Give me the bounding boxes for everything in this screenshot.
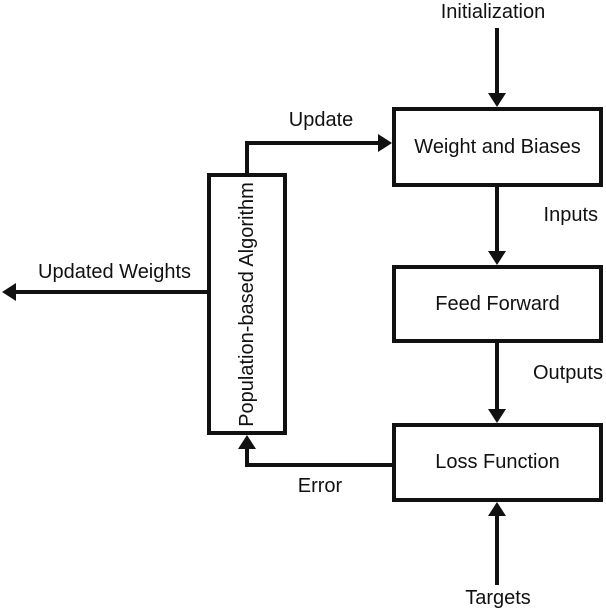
label-error: Error xyxy=(297,475,343,497)
node-loss-function: Loss Function xyxy=(392,423,603,502)
node-weight-and-biases: Weight and Biases xyxy=(392,107,603,187)
arrow-updated-weights-line xyxy=(14,290,207,294)
arrow-updated-weights-head-icon xyxy=(2,283,16,301)
node-population-based-algorithm-label: Population-based Algorithm xyxy=(235,181,258,427)
label-inputs: Inputs xyxy=(543,204,598,226)
arrow-inputs-head-icon xyxy=(488,251,506,265)
arrow-error-head-icon xyxy=(238,435,256,449)
arrow-update-horizontal-line xyxy=(245,141,380,145)
label-initialization: Initialization xyxy=(440,1,546,23)
node-weight-and-biases-label: Weight and Biases xyxy=(414,135,581,158)
arrow-inputs-line xyxy=(495,187,499,252)
arrow-targets-head-icon xyxy=(488,502,506,516)
label-update: Update xyxy=(288,109,354,131)
node-feed-forward-label: Feed Forward xyxy=(435,292,560,315)
label-updated-weights: Updated Weights xyxy=(38,261,192,283)
arrow-update-head-icon xyxy=(378,134,392,152)
node-population-based-algorithm: Population-based Algorithm xyxy=(207,173,287,435)
arrow-outputs-head-icon xyxy=(488,409,506,423)
node-feed-forward: Feed Forward xyxy=(392,265,603,343)
label-targets: Targets xyxy=(465,587,531,609)
arrow-targets-line xyxy=(495,514,499,585)
arrow-error-vertical-line xyxy=(245,445,249,467)
arrow-initialization-line xyxy=(495,28,499,94)
arrow-update-vertical-line xyxy=(245,141,249,173)
node-loss-function-label: Loss Function xyxy=(435,451,560,473)
arrow-error-horizontal-line xyxy=(245,463,392,467)
arrow-outputs-line xyxy=(495,343,499,410)
label-outputs: Outputs xyxy=(532,362,603,384)
arrow-initialization-head-icon xyxy=(488,93,506,107)
